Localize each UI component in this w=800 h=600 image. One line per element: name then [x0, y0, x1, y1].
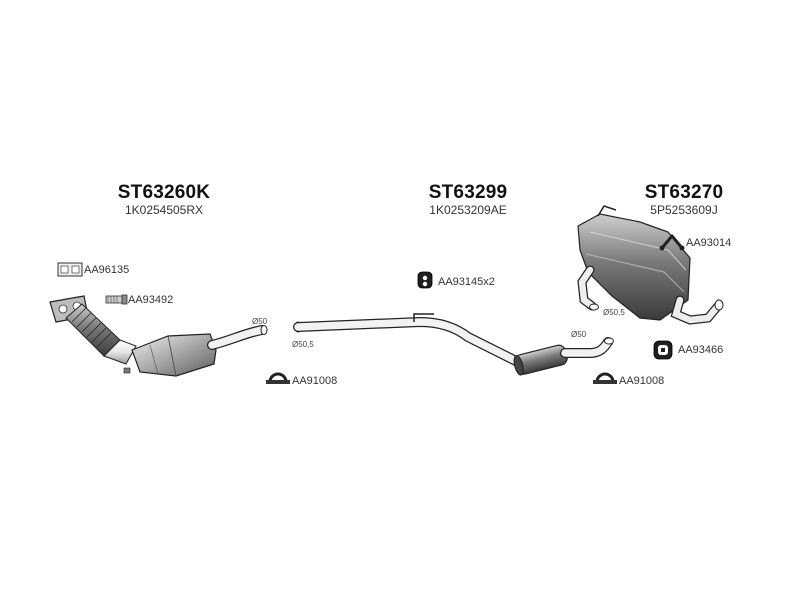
- assembly-title-middle: ST63299: [428, 182, 508, 203]
- assembly-title-rear: ST63270: [644, 182, 724, 203]
- assembly-title-front: ST63260K: [117, 182, 211, 203]
- part-label-rubber-hanger: AA93145x2: [438, 276, 495, 288]
- assembly-code-middle: 1K0253209AE: [429, 203, 507, 217]
- gasket-icon[interactable]: [57, 262, 83, 277]
- part-label-gasket: AA96135: [84, 264, 130, 276]
- part-label-clamp-front: AA91008: [292, 375, 338, 387]
- part-label-stud-bolt: AA93492: [128, 294, 174, 306]
- front-pipe-catalytic-converter[interactable]: [49, 295, 268, 377]
- clamp-icon-front[interactable]: [266, 372, 290, 384]
- part-label-hanger-bracket: AA93014: [686, 237, 732, 249]
- assembly-code-front: 1K0254505RX: [124, 203, 204, 217]
- dimension-middle-outlet: Ø50: [571, 330, 587, 339]
- rubber-mount-icon[interactable]: [653, 340, 673, 360]
- part-label-rubber-mount: AA93466: [678, 344, 724, 356]
- rubber-hanger-icon[interactable]: [417, 271, 433, 289]
- hanger-bracket-icon[interactable]: [659, 234, 685, 251]
- dimension-middle-inlet: Ø50,5: [292, 340, 314, 349]
- rear-silencer[interactable]: [577, 205, 724, 325]
- assembly-code-rear: 5P5253609J: [650, 203, 718, 217]
- middle-pipe-silencer[interactable]: [293, 313, 614, 376]
- clamp-icon-rear[interactable]: [593, 372, 617, 384]
- part-label-clamp-rear: AA91008: [619, 375, 665, 387]
- dimension-front-outlet: Ø50: [252, 317, 268, 326]
- dimension-rear-inlet: Ø50,5: [603, 308, 625, 317]
- stud-bolt-icon[interactable]: [105, 294, 128, 305]
